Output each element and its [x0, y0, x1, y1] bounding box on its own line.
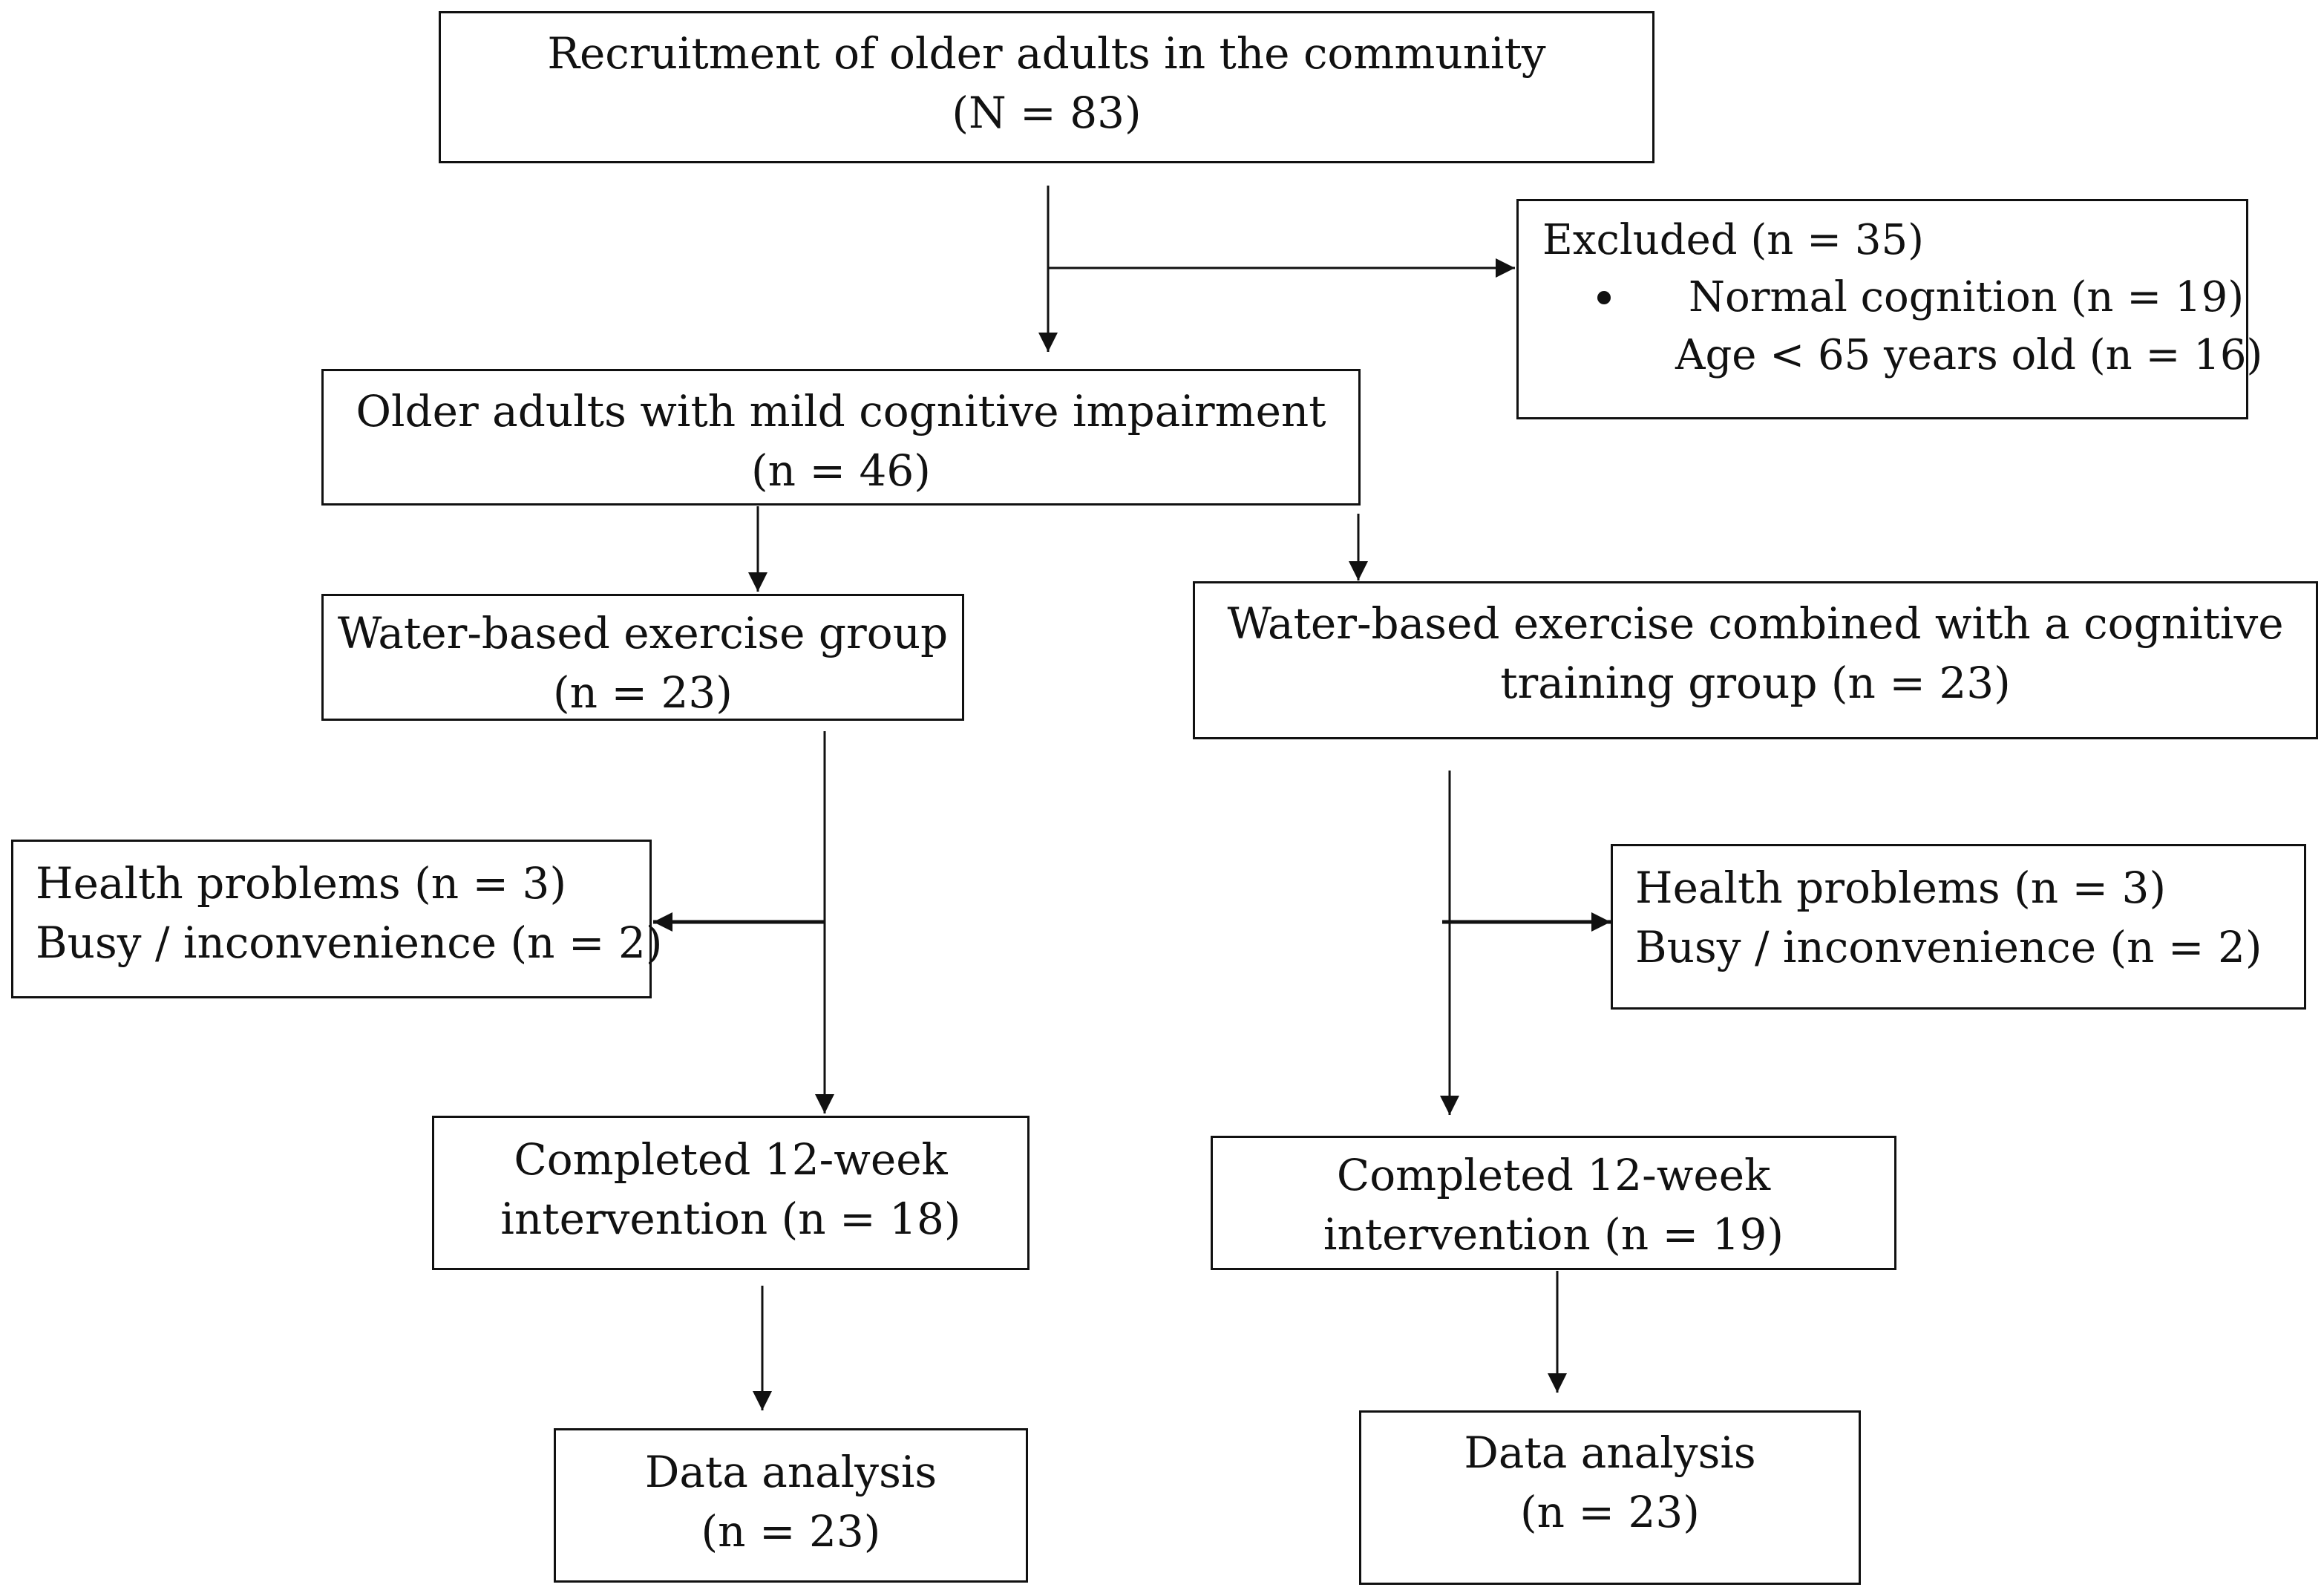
group-a-completed-line-1: Completed 12-week	[514, 1134, 948, 1185]
group-b-box: Water-based exercise combined with a cog…	[1193, 581, 2318, 739]
group-b-completed-line-1: Completed 12-week	[1336, 1150, 1771, 1200]
group-b-dropout-busy: Busy / inconvenience (n = 2)	[1635, 922, 2262, 973]
group-b-title-line-1: Water-based exercise combined with a cog…	[1227, 598, 2284, 649]
mci-count: (n = 46)	[751, 445, 931, 497]
recruitment-title: Recruitment of older adults in the commu…	[547, 28, 1546, 79]
excluded-reason-2: Age < 65 years old (n = 16)	[1542, 327, 2262, 384]
group-b-analysis-title: Data analysis	[1464, 1427, 1756, 1478]
group-b-dropout-box: Health problems (n = 3) Busy / inconveni…	[1611, 844, 2306, 1010]
excluded-reason-label: Normal cognition (n = 19)	[1689, 273, 2245, 322]
group-b-title-line-2: training group (n = 23)	[1500, 658, 2011, 709]
recruitment-box: Recruitment of older adults in the commu…	[439, 11, 1654, 163]
group-a-analysis-count: (n = 23)	[701, 1506, 881, 1557]
group-b-analysis-box: Data analysis (n = 23)	[1359, 1410, 1861, 1585]
excluded-reason-1: Normal cognition (n = 19)	[1542, 269, 2246, 326]
excluded-title: Excluded (n = 35)	[1542, 216, 1924, 264]
group-b-analysis-count: (n = 23)	[1520, 1487, 1700, 1538]
excluded-reason-label: Age < 65 years old (n = 16)	[1675, 330, 2263, 379]
group-b-dropout-health: Health problems (n = 3)	[1635, 863, 2167, 913]
group-a-count: (n = 23)	[553, 667, 733, 719]
group-a-dropout-busy: Busy / inconvenience (n = 2)	[36, 917, 663, 969]
group-a-analysis-box: Data analysis (n = 23)	[554, 1428, 1028, 1583]
group-a-completed-box: Completed 12-week intervention (n = 18)	[432, 1116, 1030, 1270]
group-b-completed-line-2: intervention (n = 19)	[1323, 1209, 1784, 1260]
group-b-completed-box: Completed 12-week intervention (n = 19)	[1211, 1136, 1896, 1270]
mci-box: Older adults with mild cognitive impairm…	[321, 369, 1361, 506]
group-a-dropout-health: Health problems (n = 3)	[36, 858, 567, 909]
group-a-dropout-box: Health problems (n = 3) Busy / inconveni…	[11, 840, 663, 998]
mci-title: Older adults with mild cognitive impairm…	[356, 386, 1326, 436]
group-a-analysis-title: Data analysis	[644, 1447, 937, 1497]
group-a-completed-line-2: intervention (n = 18)	[500, 1194, 961, 1245]
group-a-title: Water-based exercise group	[337, 608, 949, 658]
group-a-box: Water-based exercise group (n = 23)	[321, 594, 964, 721]
excluded-box: Excluded (n = 35) Normal cognition (n = …	[1516, 199, 2262, 419]
bullet-icon	[1597, 290, 1611, 304]
recruitment-count: (N = 83)	[952, 88, 1142, 139]
